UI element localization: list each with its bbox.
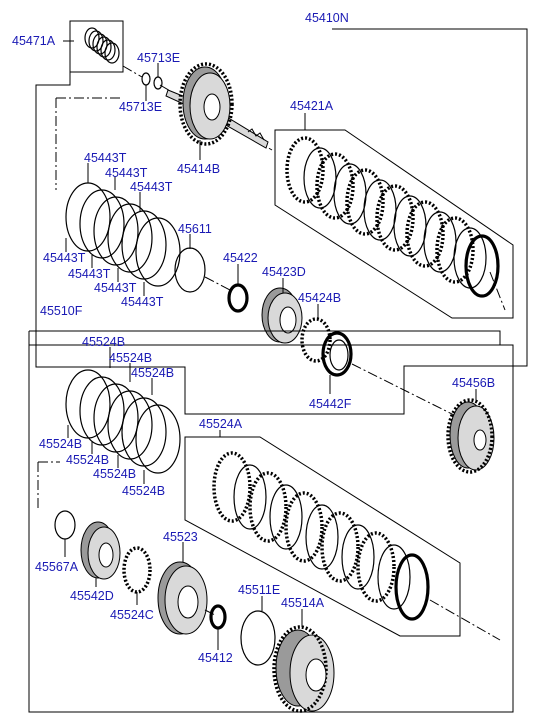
label-45443T-7: 45443T <box>121 295 164 309</box>
label-45524B-5: 45524B <box>66 453 109 467</box>
part-45456B-gear <box>446 398 495 474</box>
label-45443T-6: 45443T <box>94 281 137 295</box>
label-45443T-1: 45443T <box>84 151 127 165</box>
label-45443T-5: 45443T <box>68 267 111 281</box>
label-45524A: 45524A <box>199 417 243 431</box>
part-45414B-shaft <box>159 62 273 151</box>
label-45422: 45422 <box>223 251 258 265</box>
label-45542D: 45542D <box>70 589 114 603</box>
part-45524C-retainer <box>122 546 152 594</box>
part-45442F-seal <box>321 331 353 377</box>
label-45443T-3: 45443T <box>130 180 173 194</box>
part-45713E-ring-b <box>153 76 163 90</box>
leader-45471A-dash <box>122 65 143 78</box>
label-45443T-4: 45443T <box>43 251 86 265</box>
label-45524B-4: 45524B <box>39 437 82 451</box>
label-45443T-2: 45443T <box>105 166 148 180</box>
label-45611: 45611 <box>178 222 212 236</box>
label-45412: 45412 <box>198 651 233 665</box>
part-45471A-box <box>69 20 124 73</box>
label-45456B: 45456B <box>452 376 495 390</box>
label-45510F: 45510F <box>40 304 83 318</box>
label-45471A: 45471A <box>12 34 56 48</box>
label-45511E: 45511E <box>238 583 280 597</box>
part-45524A-plates <box>212 451 430 621</box>
part-45421A-plates <box>285 136 500 298</box>
label-45713E-top: 45713E <box>137 51 180 65</box>
assembly-boundary-45510F <box>29 330 501 346</box>
label-45424B: 45424B <box>298 291 341 305</box>
part-45524A-box <box>184 436 461 637</box>
part-45471A-springs <box>84 27 120 64</box>
part-45511E-ring <box>240 610 276 666</box>
label-45421A: 45421A <box>290 99 334 113</box>
label-45414B: 45414B <box>177 162 220 176</box>
part-45422-ring <box>227 283 249 313</box>
part-45542D-piston <box>80 521 121 580</box>
assembly-boundary-45410N <box>35 28 528 415</box>
assembly-boundary-45510F-frame <box>28 331 514 713</box>
label-45514A: 45514A <box>281 596 325 610</box>
label-45523: 45523 <box>163 530 198 544</box>
label-45410N: 45410N <box>305 11 349 25</box>
centerline-45421A <box>489 271 506 311</box>
centerline-lower-right <box>429 599 501 641</box>
label-45567A: 45567A <box>35 560 79 574</box>
centerline-mid <box>204 276 231 291</box>
label-45524B-7: 45524B <box>122 484 165 498</box>
part-45567A-ring <box>54 510 76 540</box>
part-45524B-rings <box>65 369 181 474</box>
label-45524B-3: 45524B <box>131 366 174 380</box>
part-45412-ring <box>209 604 227 630</box>
part-45424B-retainer <box>300 317 332 363</box>
part-45423D-piston <box>261 287 303 344</box>
label-45423D: 45423D <box>262 265 306 279</box>
label-45524B-1: 45524B <box>82 335 125 349</box>
centerline-to-45456B <box>351 363 461 419</box>
label-45442F: 45442F <box>309 397 352 411</box>
part-45713E-ring-a <box>141 72 151 86</box>
label-45524B-6: 45524B <box>93 467 136 481</box>
part-45514A-hub <box>272 625 335 713</box>
part-45523-drum <box>157 561 208 635</box>
label-45524B-2: 45524B <box>109 351 152 365</box>
part-45421A-box <box>274 129 514 319</box>
label-45524C: 45524C <box>110 608 154 622</box>
label-45713E-bottom: 45713E <box>119 100 162 114</box>
part-45611-ring <box>174 247 206 293</box>
